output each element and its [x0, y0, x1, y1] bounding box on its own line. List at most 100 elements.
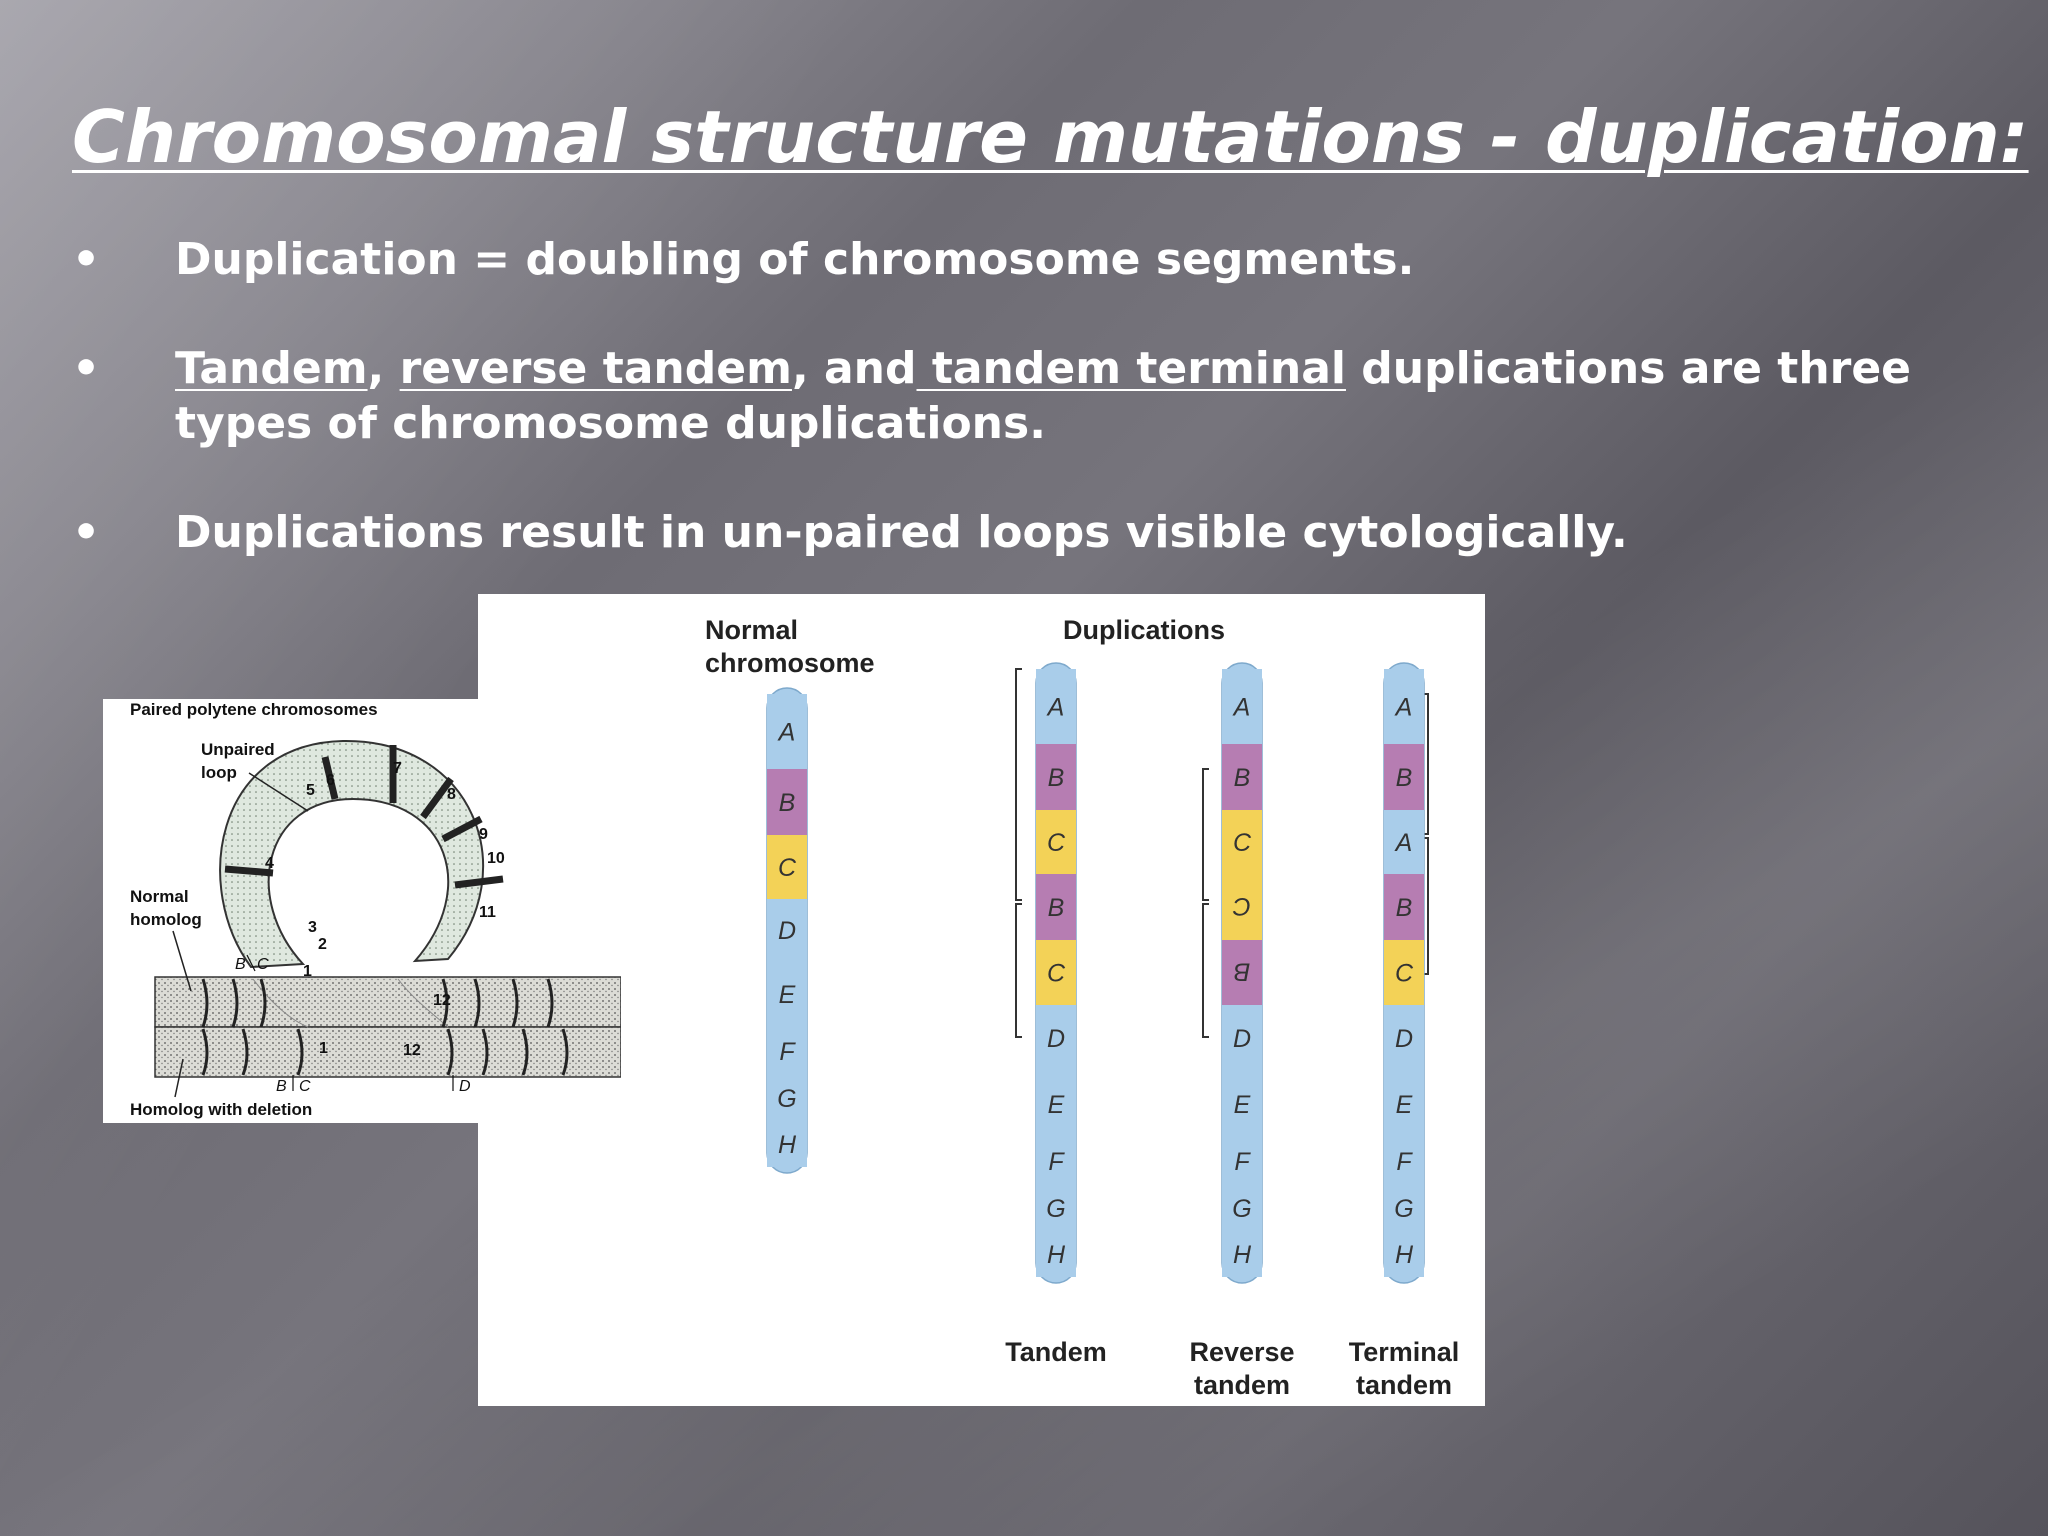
marker-c-top: C: [257, 956, 269, 973]
bullet-item: • Duplications result in un-paired loops…: [72, 505, 1972, 560]
bracket-terminal-first: [1422, 693, 1429, 835]
segment-letter: B: [1396, 894, 1413, 922]
separator: ,: [367, 343, 400, 394]
normal-heading-line1: Normal: [705, 615, 798, 645]
normal-homolog-label-line2: homolog: [130, 910, 202, 929]
chromosome-segment: C: [1222, 874, 1262, 940]
chromosome-segment: D: [1384, 1005, 1424, 1071]
paired-bands: [201, 978, 569, 1076]
segment-letter: C: [1047, 829, 1066, 857]
chromosome-segment: C: [1222, 810, 1262, 874]
chromosome-segment: G: [1036, 1185, 1076, 1231]
tandem-label: Tandem: [1005, 1337, 1107, 1367]
segment-letter: A: [777, 719, 796, 747]
band-number: 7: [393, 760, 402, 777]
bracket-terminal-second: [1422, 837, 1429, 975]
segment-letter: C: [1232, 892, 1251, 920]
deletion-homolog-label: Homolog with deletion: [130, 1100, 312, 1119]
band-number-labels: 1 2 3 4 5 6 7 8 9 10 11 12 1 12: [265, 760, 505, 1059]
chromosome-segment: B: [1036, 744, 1076, 810]
band-number: 12: [403, 1042, 421, 1059]
bullet-icon: •: [72, 507, 101, 558]
bracket-reverse-first: [1202, 768, 1209, 901]
chromosome-segment: H: [1036, 1231, 1076, 1277]
deletion-homolog-shape: [154, 1026, 622, 1078]
band-number: 12: [433, 992, 451, 1009]
bullet-text: duplications are three types of chromoso…: [175, 343, 1912, 449]
chromosome-segment: F: [767, 1027, 807, 1075]
chromosome-segment: A: [1222, 669, 1262, 744]
duplication-diagram: Normal chromosome Duplications Tandem Re…: [705, 615, 1460, 1400]
chromosome-segment: C: [1384, 940, 1424, 1005]
marker-labels: B C B C D: [235, 954, 471, 1095]
normal-homolog-shape: [154, 976, 622, 1028]
band-number: 1: [303, 963, 312, 980]
marker-b-top: B: [235, 956, 246, 973]
chromosome-segment: E: [1036, 1071, 1076, 1137]
marker-b-bottom: B: [276, 1078, 287, 1095]
bracket-tandem-second: [1015, 903, 1022, 1038]
chromosome-segment: A: [1384, 669, 1424, 744]
polytene-diagram: Paired polytene chromosomes Unpaired loo…: [130, 700, 622, 1119]
segment-letter: G: [1046, 1195, 1065, 1223]
segment-letter: D: [1233, 1025, 1251, 1053]
segment-letter: D: [1047, 1025, 1065, 1053]
chromosome-segment: B: [1384, 874, 1424, 940]
chromosome-segment: D: [1036, 1005, 1076, 1071]
band-number: 5: [306, 782, 315, 799]
segment-letter: A: [1394, 694, 1413, 722]
bullet-item: • Duplication = doubling of chromosome s…: [72, 232, 1972, 287]
chromosome-segment: F: [1036, 1137, 1076, 1185]
chromosome-segment: H: [1222, 1231, 1262, 1277]
segment-letter: D: [1395, 1025, 1413, 1053]
term-tandem: Tandem: [175, 343, 368, 394]
marker-d: D: [459, 1078, 471, 1095]
band-number: 11: [479, 904, 496, 921]
chromosome-segment: A: [1036, 669, 1076, 744]
unpaired-loop-shape: [219, 739, 484, 969]
chromosome-segment: B: [1384, 744, 1424, 810]
segment-letter: B: [1396, 764, 1413, 792]
chromosome-segment: G: [1222, 1185, 1262, 1231]
segment-letter: E: [1396, 1091, 1413, 1119]
chromosome-segment: H: [1384, 1231, 1424, 1277]
duplications-heading: Duplications: [1063, 615, 1225, 645]
segment-letter: B: [1234, 958, 1251, 986]
normal-heading-line2: chromosome: [705, 648, 875, 678]
bracket-tandem-first: [1015, 668, 1022, 901]
bullet-item: • Tandem, reverse tandem, and tandem ter…: [72, 341, 1972, 451]
segment-letter: F: [779, 1038, 796, 1066]
chromosome-segment: C: [767, 835, 807, 899]
chromosome-segment: E: [1384, 1071, 1424, 1137]
duplication-figure: Normal chromosome Duplications Tandem Re…: [478, 594, 1485, 1406]
chromosome-segment: F: [1384, 1137, 1424, 1185]
term-tandem-terminal: tandem terminal: [916, 343, 1346, 394]
bullet-text: Duplications result in un-paired loops v…: [175, 507, 1628, 558]
terminal-tandem-label-line2: tandem: [1356, 1370, 1452, 1400]
chromosome-segment: B: [767, 769, 807, 835]
loop-bands: [224, 745, 504, 889]
segment-letter: G: [1232, 1195, 1251, 1223]
bullet-list: • Duplication = doubling of chromosome s…: [72, 232, 1972, 614]
polytene-figure: Paired polytene chromosomes Unpaired loo…: [103, 699, 622, 1123]
loop-leader-line: [248, 772, 309, 812]
slide-title: Chromosomal structure mutations - duplic…: [72, 95, 2029, 179]
segment-letter: F: [1234, 1148, 1251, 1176]
reverse-tandem-label-line1: Reverse: [1189, 1337, 1294, 1367]
segment-letter: B: [1234, 764, 1251, 792]
band-number: 9: [479, 826, 488, 843]
bullet-icon: •: [72, 343, 101, 394]
terminal-tandem-label-line1: Terminal: [1349, 1337, 1460, 1367]
segment-letter: E: [1048, 1091, 1065, 1119]
chromosome-segment: A: [767, 694, 807, 769]
chromosome-segment: G: [767, 1075, 807, 1121]
segment-letter: A: [1046, 694, 1065, 722]
separator: , and: [791, 343, 917, 394]
segment-letter: G: [777, 1085, 796, 1113]
segment-letter: A: [1394, 829, 1413, 857]
segment-letter: D: [778, 917, 796, 945]
segment-letter: A: [1232, 694, 1251, 722]
chromosome-segment: A: [1384, 810, 1424, 874]
segment-letter: B: [1048, 764, 1065, 792]
